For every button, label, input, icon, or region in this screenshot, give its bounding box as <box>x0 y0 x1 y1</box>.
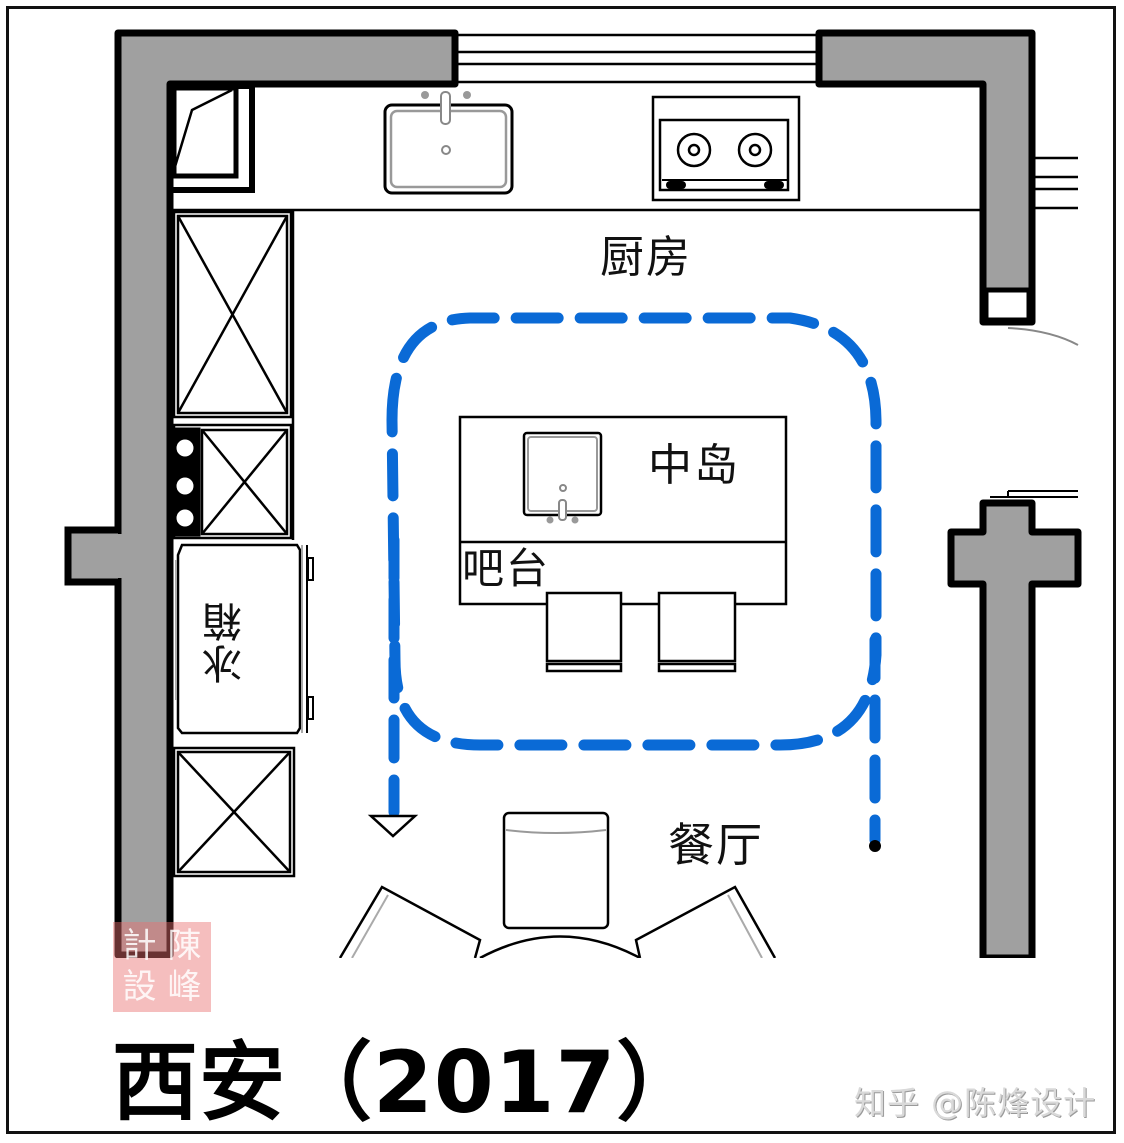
seal-char: 峰 <box>167 967 202 1007</box>
circulation-path <box>386 312 882 846</box>
cabinet-icon <box>172 746 296 878</box>
label-island: 中岛 <box>648 440 740 491</box>
watermark: 知乎 @陈烽设计 <box>854 1084 1097 1122</box>
seal-char: 陳 <box>167 926 202 966</box>
wall-top-left <box>114 29 459 959</box>
path-start-dot <box>869 840 881 852</box>
window-top <box>458 33 817 84</box>
label-fridge: 冰箱 <box>203 600 249 684</box>
dining-table-icon <box>479 935 641 960</box>
label-dining: 餐厅 <box>668 818 764 872</box>
fridge-icon <box>175 543 314 735</box>
wall-right <box>947 499 1082 962</box>
wall-top-right <box>815 29 1036 326</box>
wall-end-cap <box>983 287 1032 323</box>
seal-char: 計 <box>122 926 157 966</box>
corner-cabinet-icon <box>171 83 255 193</box>
label-bar: 吧台 <box>462 544 551 593</box>
seal-stamp: 計 陳 設 峰 <box>113 922 211 1012</box>
door-swing-arc <box>1007 327 1079 346</box>
chair-icon <box>502 811 610 930</box>
chair-icon <box>634 885 777 959</box>
stove-icon <box>651 95 801 202</box>
window-right <box>1035 156 1078 210</box>
bar-stool-icon <box>657 591 737 673</box>
cabinet-icon <box>171 423 293 540</box>
plan-title: 西安（2017） <box>112 1033 704 1133</box>
arrow-head-icon <box>367 814 419 838</box>
seal-char: 設 <box>122 967 157 1007</box>
sink-icon <box>383 91 514 195</box>
island-sink-icon <box>522 431 603 524</box>
label-kitchen: 厨房 <box>600 232 692 283</box>
cabinet-icon <box>172 210 293 419</box>
bar-stool-icon <box>545 591 623 673</box>
kitchen-island <box>458 415 788 606</box>
chair-icon <box>338 885 482 959</box>
wall-left-stub <box>64 526 118 586</box>
